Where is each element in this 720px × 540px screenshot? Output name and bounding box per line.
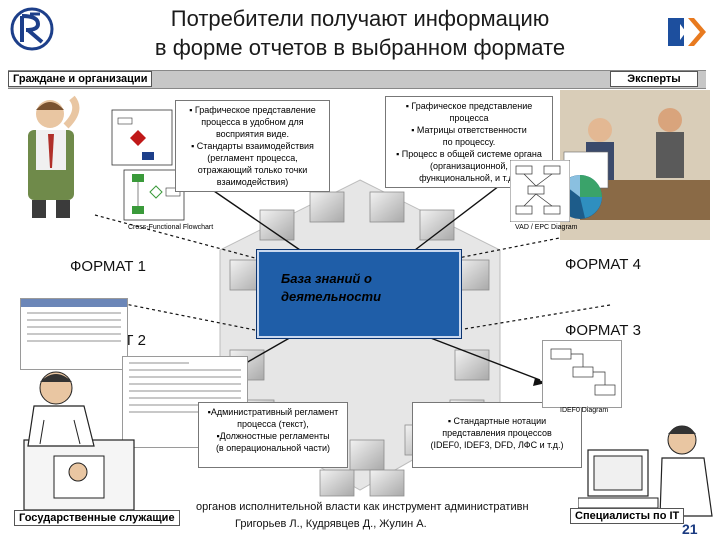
citizens-desc-line: (регламент процесса, xyxy=(207,153,298,163)
format-1-label: ФОРМАТ 1 xyxy=(70,258,146,275)
flowchart-diagram-image xyxy=(111,109,185,221)
flowchart-caption: Cross-Functional Flowchart xyxy=(128,224,214,231)
page-number: 21 xyxy=(682,521,698,537)
experts-desc-line: ▪ Графическое представление xyxy=(405,101,533,111)
regulation-screenshot-image xyxy=(20,298,128,370)
experts-desc-line: ▪ Процесс в общей системе органа xyxy=(396,149,542,159)
citizens-desc-line: процесса в удобном для xyxy=(201,117,304,127)
it-desc-line: (IDEF0, IDEF3, DFD, ЛФС и т.д.) xyxy=(430,440,564,450)
tag-it-specialists: Специалисты по IT xyxy=(570,508,685,524)
servants-desc-line: ▪Административный регламент xyxy=(207,407,339,417)
it-description-box: ▪ Стандартные нотации представления проц… xyxy=(412,402,582,468)
citizen-person-image xyxy=(28,95,80,218)
knowledge-base-box: База знаний о деятельности xyxy=(257,250,461,338)
epc-diagram-image xyxy=(510,160,570,222)
idef-caption: IDEF0 Diagram xyxy=(560,407,609,414)
next-slide-icon[interactable] xyxy=(664,14,712,50)
section-bar xyxy=(8,70,706,89)
format-4-label: ФОРМАТ 4 xyxy=(565,256,641,273)
servants-desc-line: (в операциональной части) xyxy=(215,443,331,453)
kb-line-2: деятельности xyxy=(281,289,382,304)
epc-caption: VAD / EPC Diagram xyxy=(515,224,578,231)
experts-desc-line: по процессу. xyxy=(442,137,496,147)
civil-servant-image xyxy=(23,371,135,510)
tag-civil-servants: Государственные служащие xyxy=(14,510,180,526)
servants-desc-line: процесса (текст), xyxy=(237,419,309,429)
experts-desc-line: (организационной, xyxy=(430,161,508,171)
it-desc-line: ▪ Стандартные нотации xyxy=(447,416,547,426)
title-line-2: в форме отчетов в выбранном формате xyxy=(154,35,566,60)
university-logo-icon xyxy=(8,6,56,52)
citizens-desc-line: отражающий только точки xyxy=(197,165,308,175)
kb-line-1: База знаний о xyxy=(281,271,372,286)
tag-citizens: Граждане и организации xyxy=(8,71,153,87)
experts-desc-line: функциональной, и т.д.) xyxy=(419,173,519,183)
experts-desc-line: ▪ Матрицы ответственности xyxy=(411,125,527,135)
citizens-desc-line: взаимодействия) xyxy=(216,177,289,187)
footer-authors: Григорьев Л., Кудрявцев Д., Жулин А. xyxy=(235,518,427,530)
citizens-desc-line: восприятия виде. xyxy=(215,129,290,139)
citizens-description-box: ▪ Графическое представление процесса в у… xyxy=(175,100,330,192)
title-line-1: Потребители получают информацию xyxy=(170,6,550,31)
format-3-label: ФОРМАТ 3 xyxy=(565,322,641,339)
experts-desc-line: процесса xyxy=(449,113,489,123)
page-title: Потребители получают информацию в форме … xyxy=(120,4,600,62)
idef-diagram-image xyxy=(542,340,622,408)
citizens-desc-line: ▪ Графическое представление xyxy=(189,105,316,115)
footer-line-1: органов исполнительной власти как инстру… xyxy=(196,501,529,513)
tag-experts: Эксперты xyxy=(610,71,698,87)
servants-description-box: ▪Административный регламент процесса (те… xyxy=(198,402,348,468)
it-specialist-image xyxy=(578,425,713,517)
it-desc-line: представления процессов xyxy=(442,428,552,438)
servants-desc-line: ▪Должностные регламенты xyxy=(216,431,330,441)
citizens-desc-line: ▪ Стандарты взаимодействия xyxy=(191,141,314,151)
